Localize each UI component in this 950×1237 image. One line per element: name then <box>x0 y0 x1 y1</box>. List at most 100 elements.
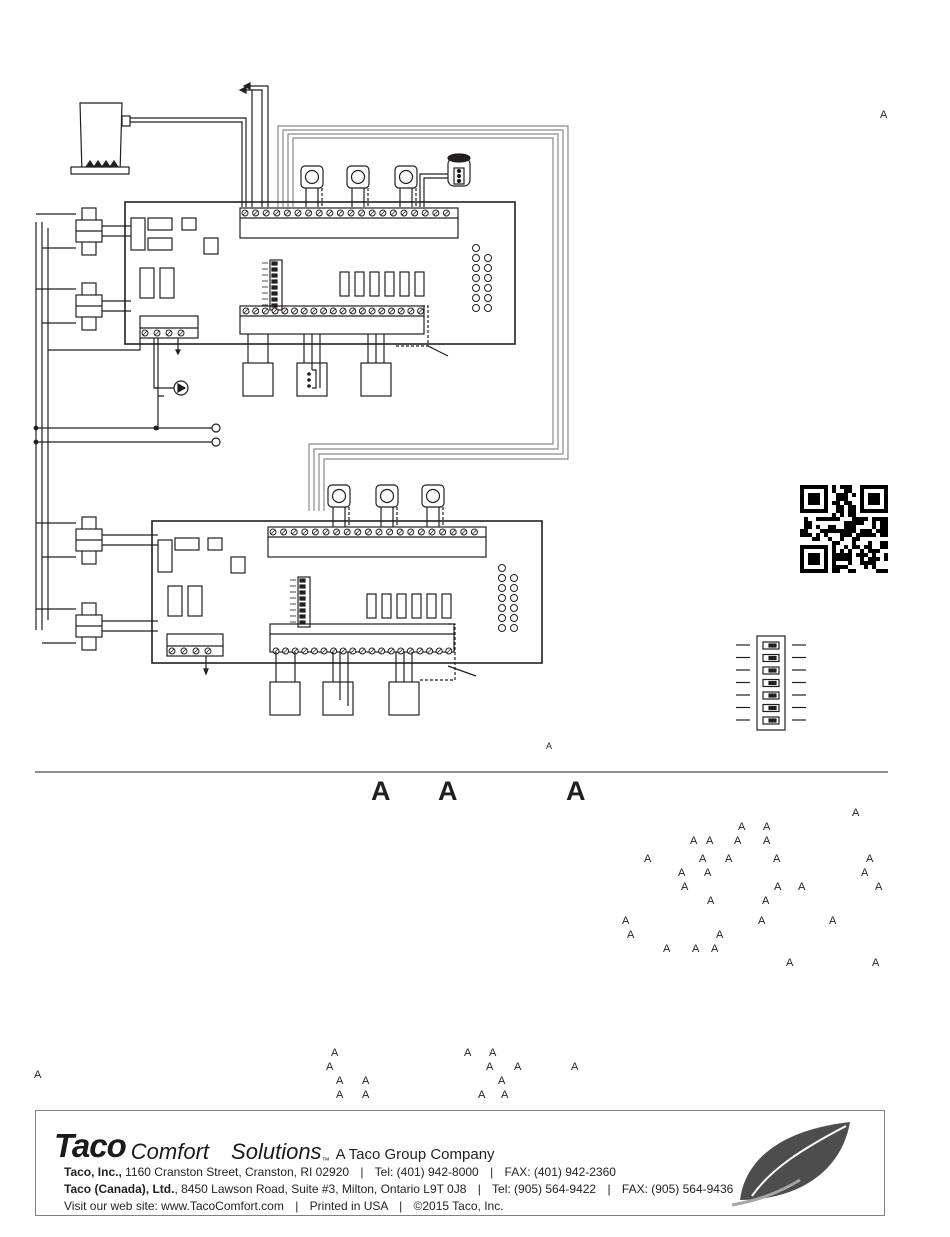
fragment-lower-center: A <box>336 1075 344 1087</box>
separator: | <box>477 1182 481 1196</box>
fragment-right-column: A <box>711 943 719 955</box>
fragment-right-column: A <box>758 915 766 927</box>
fragment-right-column: A <box>725 853 733 865</box>
website[interactable]: Visit our web site: www.TacoComfort.com <box>64 1199 284 1213</box>
tank-icon <box>419 153 471 207</box>
status-led <box>484 294 492 302</box>
dip-switch-icon <box>736 635 806 731</box>
footer-us-line: Taco, Inc., 1160 Cranston Street, Cranst… <box>64 1165 616 1179</box>
status-led <box>484 264 492 272</box>
separator: | <box>490 1165 494 1179</box>
fragment-diagram-bottom: A <box>546 741 553 751</box>
us-address: 1160 Cranston Street, Cranston, RI 02920 <box>125 1165 350 1179</box>
fragment-right-column: A <box>852 807 860 819</box>
fragment-right-column: A <box>627 929 635 941</box>
status-led <box>472 284 480 292</box>
fragment-lower-center: A <box>571 1061 579 1073</box>
status-led <box>498 624 506 632</box>
footer-web-line: Visit our web site: www.TacoComfort.com … <box>64 1199 504 1213</box>
separator: | <box>399 1199 403 1213</box>
section-heading-fragment: A <box>566 776 586 806</box>
status-led <box>484 284 492 292</box>
fragment-lower-center: A <box>331 1047 339 1059</box>
boiler-icon <box>70 102 131 175</box>
us-fax: FAX: (401) 942-2360 <box>504 1165 616 1179</box>
fragment-right-column: A <box>690 835 698 847</box>
relay <box>399 271 410 297</box>
printed: Printed in USA <box>309 1199 388 1213</box>
copyright: ©2015 Taco, Inc. <box>413 1199 504 1213</box>
fragment-right-column: A <box>699 853 707 865</box>
relay <box>381 593 392 619</box>
fragment-right-column: A <box>678 867 686 879</box>
status-led <box>510 594 518 602</box>
fragment-lower-center: A <box>478 1089 486 1101</box>
us-company-name: Taco, Inc., <box>64 1165 122 1179</box>
separator: | <box>360 1165 364 1179</box>
fragment-right-column: A <box>798 881 806 893</box>
fragment-right-column: A <box>681 881 689 893</box>
status-led <box>510 574 518 582</box>
relay <box>396 593 407 619</box>
fragment-right-column: A <box>622 915 630 927</box>
fragment-right-column: A <box>738 821 746 833</box>
separator: | <box>295 1199 299 1213</box>
fragment-lower-center: A <box>362 1089 370 1101</box>
ca-company-name: Taco (Canada), Ltd. <box>64 1182 175 1196</box>
fragment-right-column: A <box>716 929 724 941</box>
status-led <box>472 304 480 312</box>
fragment-right-column: A <box>734 835 742 847</box>
fragment-right-column: A <box>861 867 869 879</box>
relay <box>366 593 377 619</box>
fragment-right-column: A <box>762 895 770 907</box>
brand-group: A Taco Group Company <box>335 1146 495 1163</box>
relay <box>414 271 425 297</box>
fragment-lower-center: A <box>362 1075 370 1087</box>
status-led <box>472 264 480 272</box>
relay <box>411 593 422 619</box>
fragment-right-column: A <box>644 853 652 865</box>
fragment-lower-center: A <box>326 1061 334 1073</box>
section-heading-fragment: A <box>371 776 391 806</box>
status-led <box>484 274 492 282</box>
ca-fax: FAX: (905) 564-9436 <box>621 1182 734 1196</box>
fragment-right-column: A <box>866 853 874 865</box>
fragment-top-right: A <box>880 109 888 121</box>
fragment-lower-center: A <box>498 1075 506 1087</box>
fragment-right-column: A <box>829 915 837 927</box>
pump-icon <box>173 380 189 396</box>
status-led <box>484 254 492 262</box>
brand-solutions: Solutions <box>231 1139 322 1164</box>
status-led <box>498 614 506 622</box>
status-led <box>498 574 506 582</box>
relay <box>441 593 452 619</box>
qr-code-icon <box>800 485 888 573</box>
status-led <box>498 584 506 592</box>
fragment-lower-center: A <box>514 1061 522 1073</box>
relay <box>384 271 395 297</box>
status-led <box>510 604 518 612</box>
status-led <box>498 564 506 572</box>
ca-tel: Tel: (905) 564-9422 <box>492 1182 597 1196</box>
fragment-right-column: A <box>875 881 883 893</box>
footer-ca-line: Taco (Canada), Ltd., 8450 Lawson Road, S… <box>64 1182 733 1196</box>
fragment-left-margin: A <box>34 1069 42 1081</box>
status-led <box>498 604 506 612</box>
fragment-right-column: A <box>692 943 700 955</box>
fragment-lower-center: A <box>486 1061 494 1073</box>
fragment-right-column: A <box>773 853 781 865</box>
trademark: ™ <box>321 1156 330 1165</box>
brand-comfort: Comfort <box>130 1139 210 1164</box>
fragment-lower-center: A <box>489 1047 497 1059</box>
separator: | <box>607 1182 611 1196</box>
ca-address: , 8450 Lawson Road, Suite #3, Milton, On… <box>174 1182 467 1196</box>
fragment-lower-center: A <box>501 1089 509 1101</box>
fragment-right-column: A <box>763 835 771 847</box>
status-led <box>472 294 480 302</box>
status-led <box>472 274 480 282</box>
status-led <box>472 254 480 262</box>
status-led <box>510 584 518 592</box>
